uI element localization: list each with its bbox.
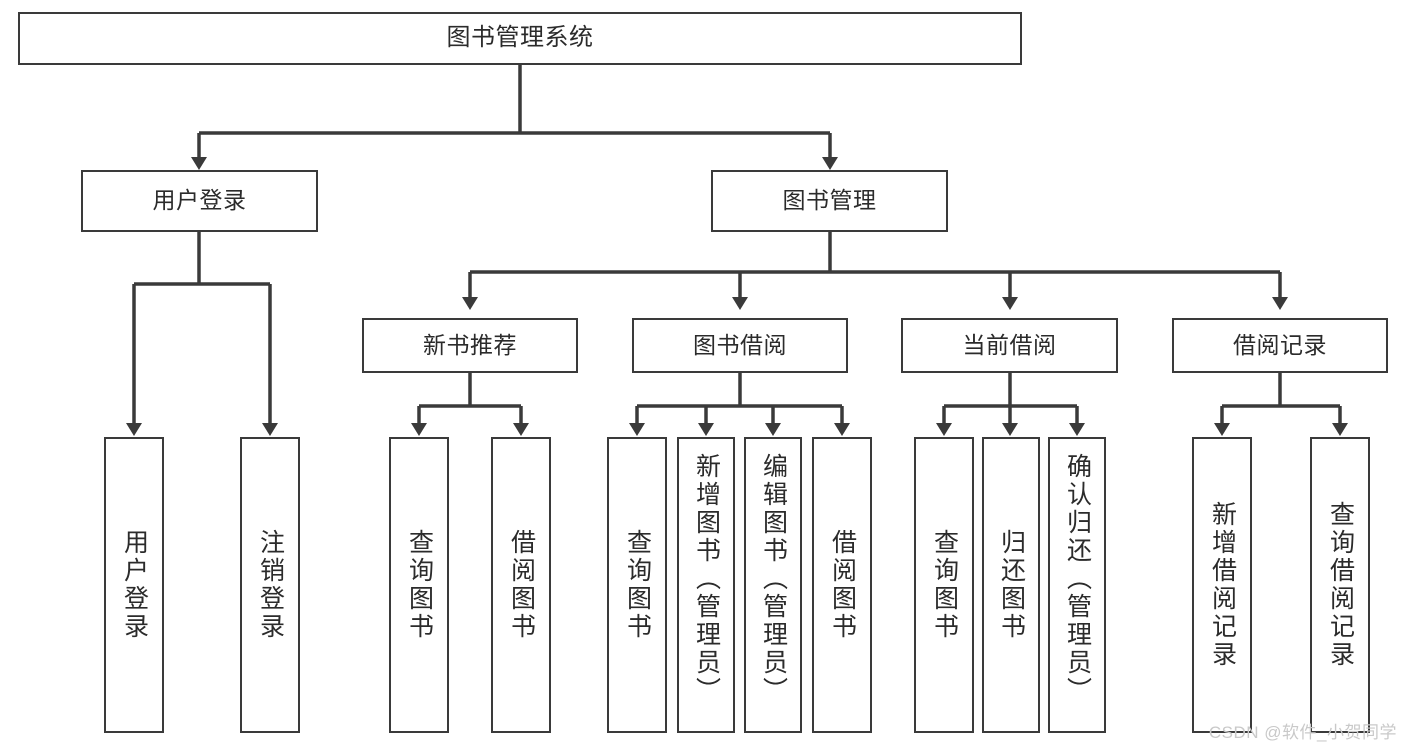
- leaf-book-borrow-edit[interactable]: 编辑图书（管理员）: [744, 437, 802, 733]
- leaf-current-borrow-confirm-return[interactable]: 确认归还（管理员）: [1048, 437, 1106, 733]
- leaf-user-login-login-label: 用户登录: [120, 529, 149, 641]
- leaf-new-book-query[interactable]: 查询图书: [389, 437, 449, 733]
- leaf-user-login-logout[interactable]: 注销登录: [240, 437, 300, 733]
- leaf-borrow-record-add-label: 新增借阅记录: [1208, 501, 1237, 669]
- node-borrow-record-label: 借阅记录: [1233, 331, 1327, 358]
- leaf-new-book-borrow[interactable]: 借阅图书: [491, 437, 551, 733]
- node-new-book-recommend[interactable]: 新书推荐: [362, 318, 578, 373]
- node-user-login-label: 用户登录: [152, 187, 247, 214]
- leaf-book-borrow-query[interactable]: 查询图书: [607, 437, 667, 733]
- leaf-book-borrow-edit-label: 编辑图书（管理员）: [759, 453, 788, 705]
- leaf-borrow-record-query[interactable]: 查询借阅记录: [1310, 437, 1370, 733]
- node-root-book-management-system[interactable]: 图书管理系统: [18, 12, 1022, 65]
- node-borrow-record[interactable]: 借阅记录: [1172, 318, 1388, 373]
- node-user-login[interactable]: 用户登录: [81, 170, 318, 232]
- node-book-management[interactable]: 图书管理: [711, 170, 948, 232]
- leaf-current-borrow-return[interactable]: 归还图书: [982, 437, 1040, 733]
- leaf-new-book-borrow-label: 借阅图书: [507, 529, 536, 641]
- leaf-new-book-query-label: 查询图书: [405, 529, 434, 641]
- leaf-user-login-logout-label: 注销登录: [256, 529, 285, 641]
- leaf-book-borrow-borrow-label: 借阅图书: [828, 529, 857, 641]
- leaf-book-borrow-add[interactable]: 新增图书（管理员）: [677, 437, 735, 733]
- leaf-user-login-login[interactable]: 用户登录: [104, 437, 164, 733]
- leaf-current-borrow-confirm-return-label: 确认归还（管理员）: [1063, 453, 1092, 705]
- leaf-current-borrow-query[interactable]: 查询图书: [914, 437, 974, 733]
- node-current-borrow-label: 当前借阅: [962, 331, 1057, 358]
- node-root-label: 图书管理系统: [446, 24, 594, 52]
- leaf-current-borrow-query-label: 查询图书: [930, 529, 959, 641]
- node-book-borrow[interactable]: 图书借阅: [632, 318, 848, 373]
- node-book-borrow-label: 图书借阅: [693, 331, 787, 358]
- leaf-borrow-record-query-label: 查询借阅记录: [1326, 501, 1355, 669]
- node-book-management-label: 图书管理: [782, 187, 877, 214]
- leaf-borrow-record-add[interactable]: 新增借阅记录: [1192, 437, 1252, 733]
- leaf-current-borrow-return-label: 归还图书: [997, 529, 1026, 641]
- leaf-book-borrow-add-label: 新增图书（管理员）: [692, 453, 721, 705]
- node-new-book-recommend-label: 新书推荐: [423, 331, 517, 358]
- watermark: CSDN @软件_小贺同学: [1208, 723, 1397, 742]
- leaf-book-borrow-query-label: 查询图书: [623, 529, 652, 641]
- leaf-book-borrow-borrow[interactable]: 借阅图书: [812, 437, 872, 733]
- node-current-borrow[interactable]: 当前借阅: [901, 318, 1118, 373]
